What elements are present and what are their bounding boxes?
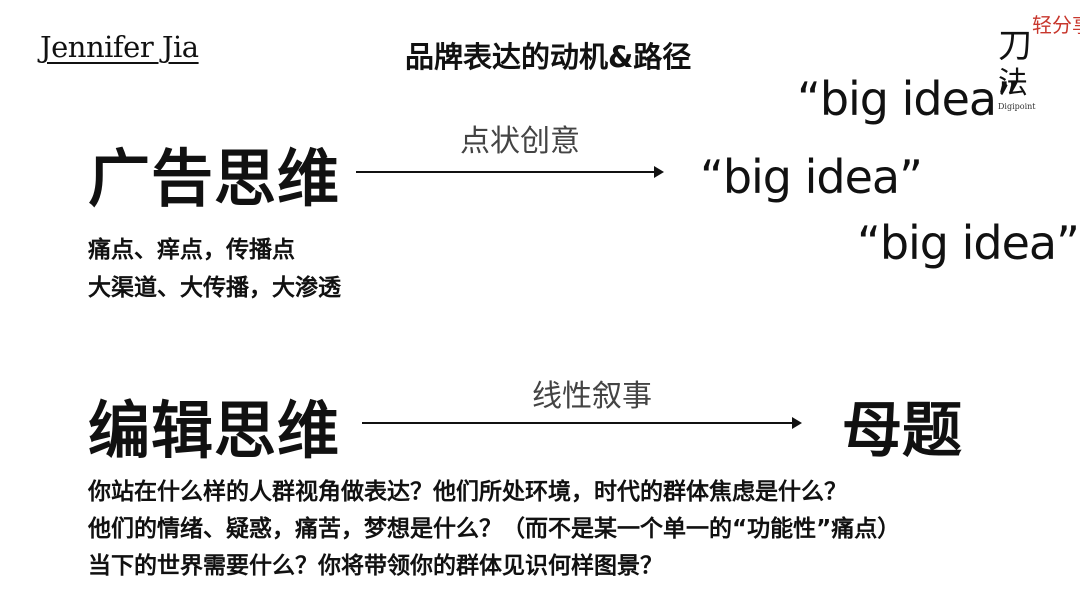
arrow-label-point-creative: 点状创意 [460,124,580,159]
logo-char-2: 法 [998,66,1028,101]
arrow-label-linear-narrative: 线性叙事 [532,379,652,414]
point-line: 痛点、痒点，传播点 [88,237,295,263]
logo-side-text: 轻分享 [1032,13,1080,37]
logo-char-1: 刀 [998,26,1032,66]
big-idea-2: “big idea” [700,150,923,204]
author-name: Jennifer Jia [40,30,199,64]
motif-result: 母题 [842,396,962,466]
question-line: 你站在什么样的人群视角做表达？他们所处环境，时代的群体焦虑是什么？ [88,479,847,505]
slide-title: 品牌表达的动机&路径 [405,40,692,74]
brand-logo: 刀 法 轻分享 Digipoint [994,12,1080,124]
question-line: 他们的情绪、疑惑，痛苦，梦想是什么？（而不是某一个单一的“功能性”痛点） [88,516,901,542]
big-idea-1: “big idea” [797,72,1020,126]
editorial-questions: 你站在什么样的人群视角做表达？他们所处环境，时代的群体焦虑是什么？ 他们的情绪、… [88,474,900,585]
point-line: 大渠道、大传播，大渗透 [88,275,341,301]
arrow-right-icon [362,417,802,429]
heading-editorial-thinking: 编辑思维 [88,394,341,467]
logo-tagline: Digipoint [998,102,1036,111]
question-line: 当下的世界需要什么？你将带领你的群体见识何样图景？ [88,553,663,579]
heading-ad-thinking: 广告思维 [88,142,341,215]
arrow-right-icon [356,166,664,178]
ad-thinking-points: 痛点、痒点，传播点 大渠道、大传播，大渗透 [88,231,341,307]
big-idea-3: “big idea” [857,216,1080,270]
